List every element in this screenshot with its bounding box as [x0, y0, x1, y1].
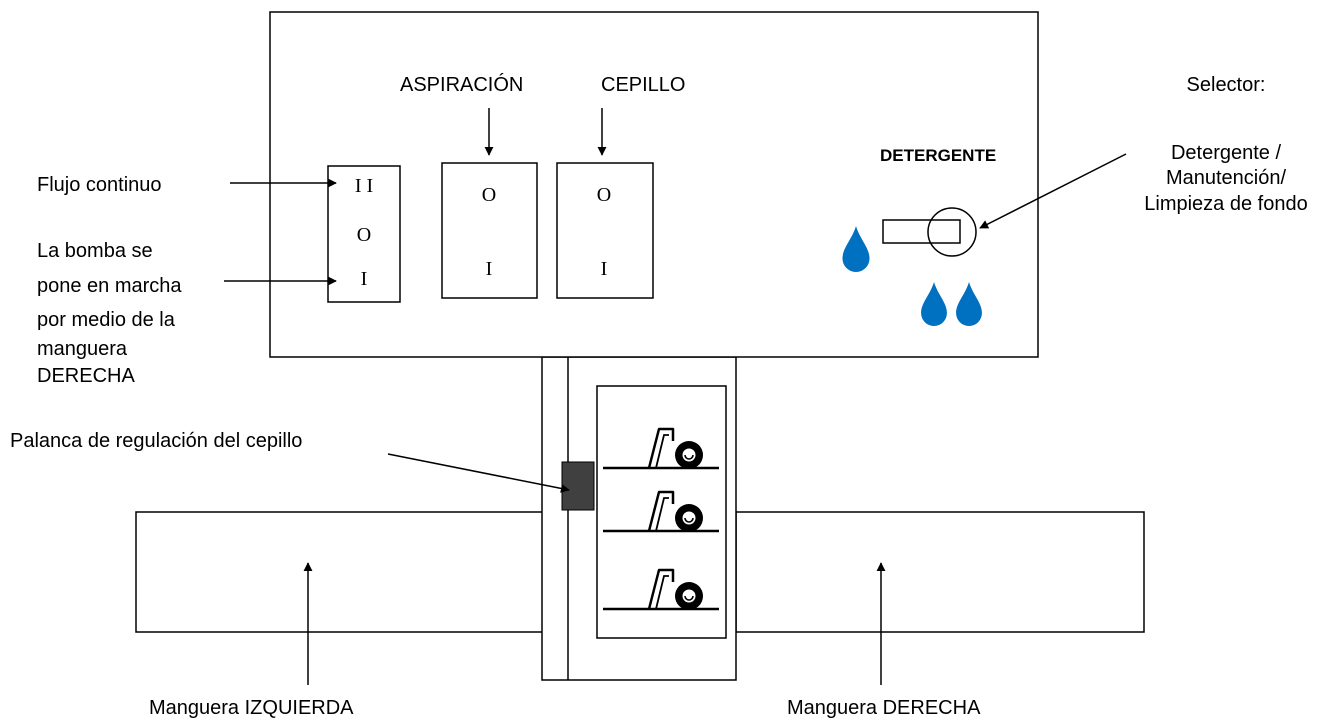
- lever-label: Palanca de regulación del cepillo: [10, 430, 302, 452]
- brush-switch[interactable]: [556, 162, 654, 299]
- pump-label-line-1: La bomba se: [37, 240, 153, 262]
- hose-bar-left: [135, 511, 545, 633]
- brush-label: CEPILLO: [601, 74, 685, 96]
- flow-switch-pos-i: I: [361, 268, 368, 290]
- selector-knob-handle[interactable]: [882, 219, 961, 244]
- flow-switch[interactable]: [327, 165, 401, 303]
- pump-label-line-3: por medio de la: [37, 309, 176, 331]
- right-hose-label: Manguera DERECHA: [787, 697, 981, 719]
- pump-label-line-2: pone en marcha: [37, 275, 182, 297]
- detergent-label: DETERGENTE: [880, 146, 996, 165]
- continuous-flow-label: Flujo continuo: [37, 174, 162, 196]
- selector-arrow: [979, 153, 1127, 229]
- selector-option-3: Limpieza de fondo: [1144, 193, 1307, 215]
- aspiration-switch-pos-i: I: [486, 258, 493, 280]
- selector-title: Selector:: [1187, 74, 1266, 96]
- brush-switch-pos-o: O: [597, 184, 611, 206]
- aspiration-switch[interactable]: [441, 162, 538, 299]
- flow-switch-pos-o: O: [357, 224, 371, 246]
- lever-arrow: [387, 453, 570, 493]
- aspiration-switch-pos-o: O: [482, 184, 496, 206]
- left-hose-label: Manguera IZQUIERDA: [149, 697, 354, 719]
- selector-option-1: Detergente /: [1171, 142, 1282, 164]
- brush-switch-pos-i: I: [601, 258, 608, 280]
- selector-option-2: Manutención/: [1166, 167, 1287, 189]
- brush-lever[interactable]: [561, 461, 595, 511]
- pump-label-line-5: DERECHA: [37, 365, 135, 387]
- hose-bar-right: [735, 511, 1145, 633]
- aspiration-label: ASPIRACIÓN: [400, 73, 523, 96]
- flow-switch-pos-ii: I I: [355, 175, 373, 197]
- pump-label-line-4: manguera: [37, 338, 128, 360]
- selector-knob[interactable]: [927, 207, 977, 257]
